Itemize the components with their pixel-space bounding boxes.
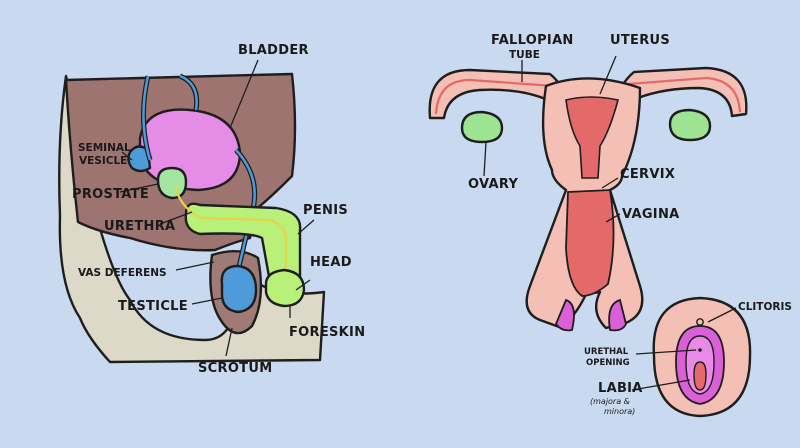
fallopian-tubes-inner [434,76,742,115]
urethra-tube [174,185,288,286]
label-vagina: VAGINA [622,207,680,222]
label-clitoris: CLITORIS [738,301,792,313]
label-scrotum: SCROTUM [198,361,272,376]
label-seminal-vesicle-line1: SEMINAL [78,142,131,154]
label-fallopian-line2: TUBE [509,49,540,61]
label-urethral-line2: OPENING [586,358,630,368]
label-prostate: PROSTATE [72,187,149,202]
vaginal-opening-folds [554,298,627,332]
label-penis: PENIS [303,203,348,218]
vagina-canal [565,189,615,297]
ovary-right [668,108,712,142]
clitoris-dot [696,318,704,326]
prostate-organ [156,166,188,200]
seminal-vesicle-organ [127,145,152,173]
label-cervix: CERVIX [620,167,675,182]
male-leader-lines [119,59,315,357]
label-foreskin: FORESKIN [289,325,365,340]
ovary-left [460,110,504,144]
label-ovary: OVARY [468,177,518,192]
label-fallopian-line1: FALLOPIAN [491,33,574,48]
vaginal-opening [693,361,707,391]
female-leader-lines [483,55,737,391]
penis-head [264,268,306,308]
label-uterus: UTERUS [610,33,670,48]
label-seminal-vesicle-line2: VESICLE [79,155,127,167]
label-vas-deferens: VAS DEFERENS [78,267,167,279]
label-urethral-line1: URETHAL [584,347,629,357]
label-labia-note-line2: minora) [604,407,635,416]
urethral-opening-dot [698,348,702,352]
label-urethra: URETHRA [104,219,175,234]
label-labia-note-line1: (majora & [590,397,630,406]
testicle-organ [220,264,258,314]
label-bladder: BLADDER [238,43,309,58]
label-head: HEAD [310,255,352,270]
female-diagram: FALLOPIAN TUBE UTERUS OVARY CERVIX VAGIN… [428,33,792,418]
uterus-cavity [565,96,619,179]
label-testicle: TESTICLE [118,299,188,314]
bladder-organ [138,108,242,192]
label-labia: LABIA [598,381,643,396]
male-diagram: BLADDER SEMINAL VESICLE PROSTATE URETHRA… [58,43,365,376]
